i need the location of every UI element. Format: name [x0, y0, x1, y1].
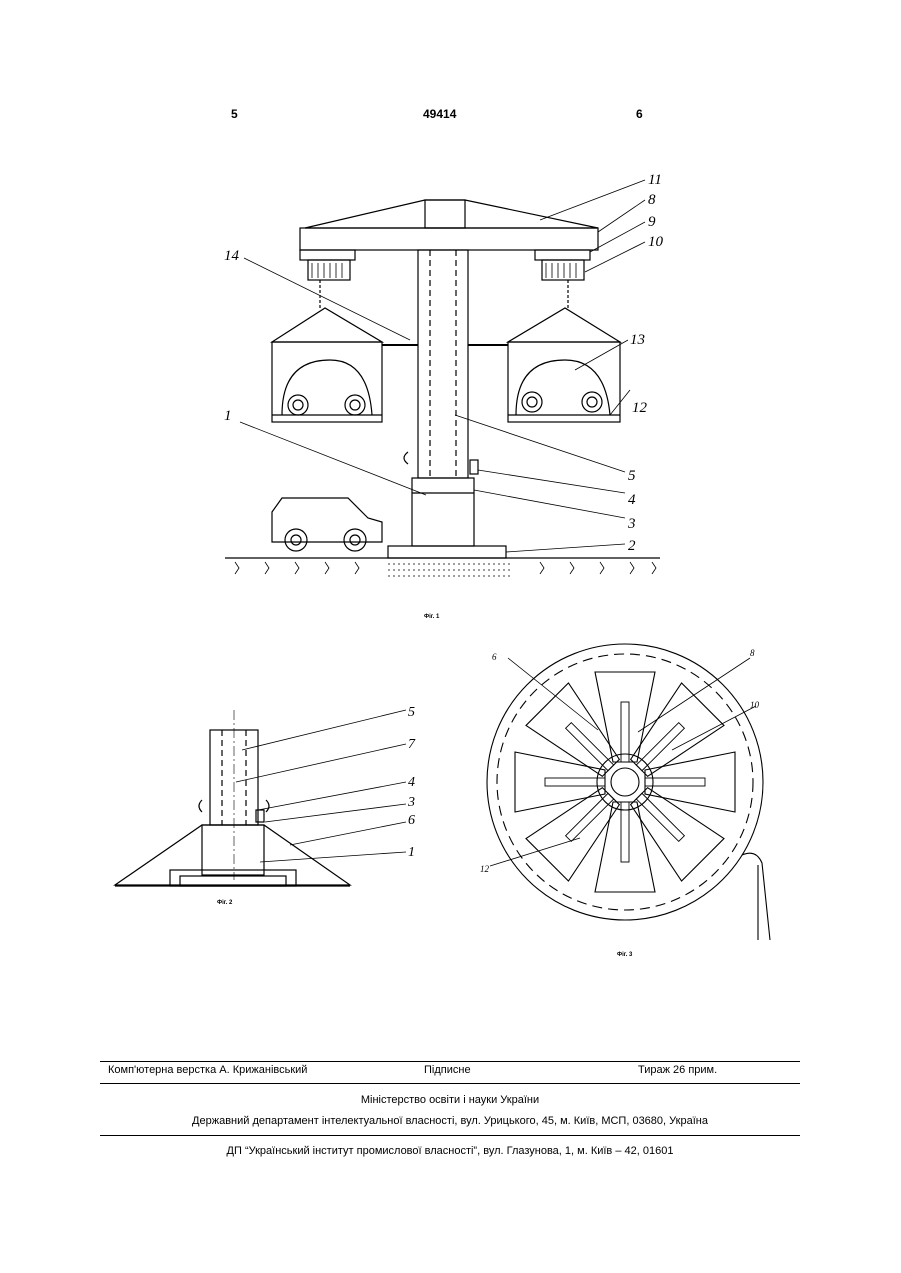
callout-8: 8 — [648, 192, 656, 208]
callout-6: 6 — [408, 813, 415, 828]
callout-12: 12 — [632, 400, 648, 416]
patent-number: 49414 — [423, 107, 456, 121]
ministry: Міністерство освіти і науки України — [100, 1094, 800, 1106]
callout-1: 1 — [408, 845, 415, 860]
callout-4: 4 — [408, 775, 415, 790]
figure-1-drawing: 11 8 9 10 14 13 12 1 5 4 3 2 — [220, 160, 670, 610]
callout-14: 14 — [224, 248, 240, 264]
figure-3-caption: Фіг. 3 — [617, 952, 632, 958]
signed-note: Підписне — [424, 1064, 471, 1076]
callout-10: 10 — [648, 234, 664, 250]
circulation: Тираж 26 прим. — [638, 1064, 717, 1076]
callout-3: 3 — [627, 516, 636, 532]
layout-credit: Комп'ютерна верстка А. Крижанівський — [108, 1064, 307, 1076]
institute-address: ДП “Український інститут промислової вла… — [100, 1145, 800, 1157]
callout-13: 13 — [630, 332, 645, 348]
callout-5: 5 — [628, 468, 636, 484]
callout-6: 6 — [492, 652, 497, 662]
department-address: Державний департамент інтелектуальної вл… — [100, 1115, 800, 1127]
callout-1: 1 — [224, 408, 232, 424]
callout-7: 7 — [408, 737, 416, 752]
figure-1-caption: Фіг. 1 — [424, 614, 439, 620]
figure-2-caption: Фіг. 2 — [217, 900, 232, 906]
page-number-right: 6 — [636, 107, 643, 121]
footer-rule-top — [100, 1061, 800, 1062]
figure-2-drawing: 5 7 4 3 6 1 — [110, 700, 440, 900]
callout-12: 12 — [480, 864, 490, 874]
callout-9: 9 — [648, 214, 656, 230]
callout-5: 5 — [408, 705, 415, 720]
callout-4: 4 — [628, 492, 636, 508]
figure-3-drawing: 6 8 10 12 — [480, 640, 800, 950]
callout-8: 8 — [750, 648, 755, 658]
page-number-left: 5 — [231, 107, 238, 121]
footer-rule-middle — [100, 1083, 800, 1084]
callout-10: 10 — [750, 700, 760, 710]
callout-11: 11 — [648, 172, 662, 188]
callout-2: 2 — [628, 538, 636, 554]
callout-3: 3 — [407, 795, 415, 810]
footer-rule-bottom — [100, 1135, 800, 1136]
